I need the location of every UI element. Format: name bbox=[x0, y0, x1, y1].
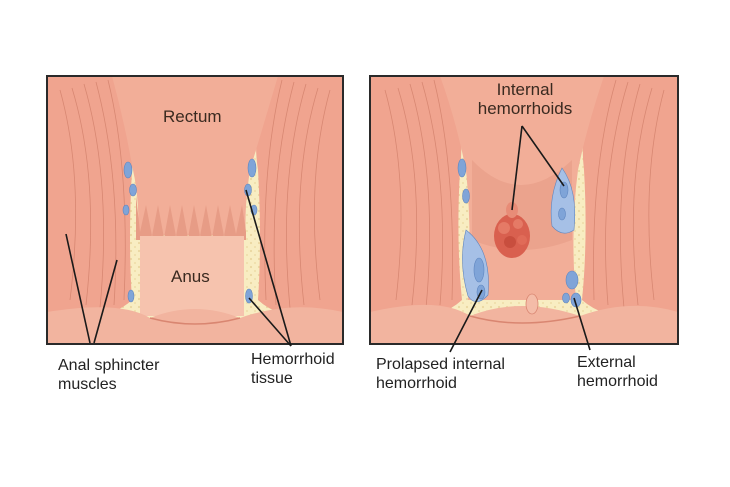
left-panel-frame bbox=[46, 75, 344, 345]
hemorrhoid-vessels-left bbox=[122, 161, 137, 303]
label-anal-sphincter-muscles: Anal sphincter muscles bbox=[58, 357, 160, 393]
label-anus: Anus bbox=[171, 267, 210, 286]
hemorrhoids-panel bbox=[370, 76, 678, 344]
external-hemorrhoid-vessels bbox=[562, 270, 582, 308]
anal-canal bbox=[140, 236, 244, 316]
label-rectum: Rectum bbox=[163, 107, 222, 126]
right-panel-right-muscle bbox=[582, 76, 678, 319]
internal-hemorrhoid-right-wall bbox=[550, 167, 576, 234]
rectum-lumen bbox=[112, 76, 278, 235]
prolapsed-hemorrhoid-vessels bbox=[457, 158, 489, 303]
leader-lines bbox=[65, 125, 591, 353]
left-sphincter-muscle bbox=[47, 76, 135, 319]
right-sphincter-muscle bbox=[256, 76, 343, 319]
label-prolapsed-internal-hemorrhoid: Prolapsed internal hemorrhoid bbox=[376, 356, 505, 392]
label-hemorrhoid-tissue: Hemorrhoid tissue bbox=[251, 351, 335, 387]
normal-anatomy-panel bbox=[47, 76, 343, 344]
right-panel-frame bbox=[369, 75, 679, 345]
internal-hemorrhoid-mass bbox=[494, 202, 530, 258]
label-internal-hemorrhoids: Internal hemorrhoids bbox=[477, 80, 573, 118]
label-external-hemorrhoid: External hemorrhoid bbox=[577, 354, 658, 390]
